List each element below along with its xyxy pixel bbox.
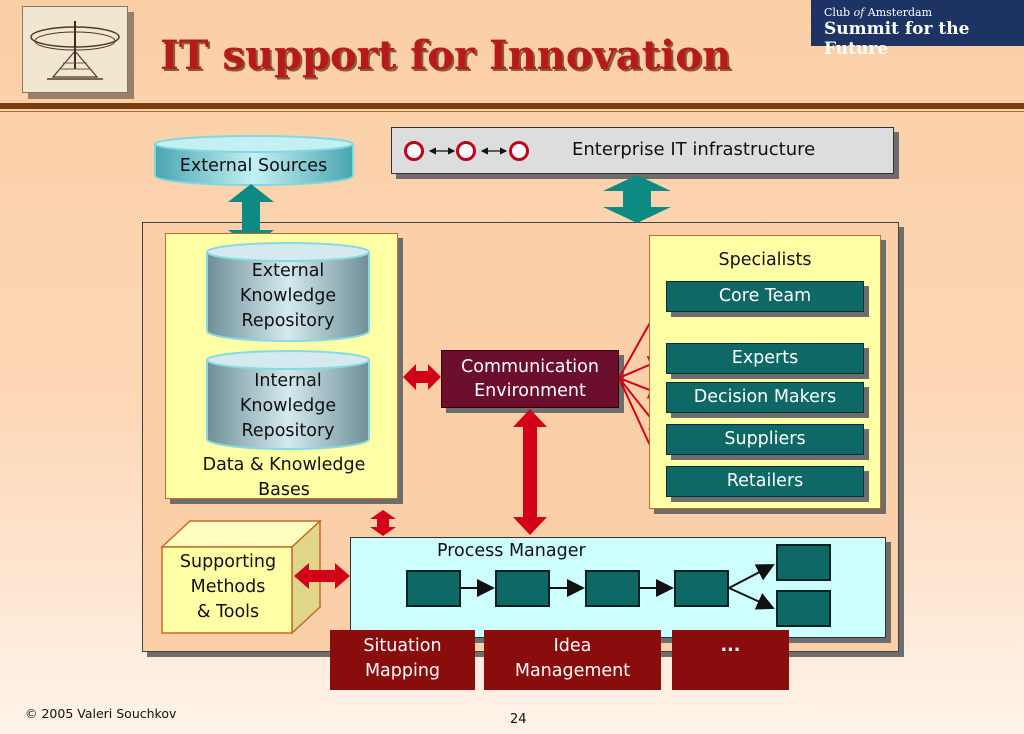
specialist-retailers: Retailers <box>666 466 864 497</box>
external-sources-label: External Sources <box>179 156 328 176</box>
da-vinci-helicopter-logo <box>22 6 128 93</box>
page-number: 24 <box>510 712 527 727</box>
page-title: IT support for Innovation <box>160 32 732 79</box>
external-repository-line-1: External <box>251 261 325 281</box>
communication-line-2: Environment <box>474 381 586 401</box>
copyright-footer: © 2005 Valeri Souchkov <box>25 706 177 721</box>
situation-line-1: Situation <box>363 636 442 656</box>
more-modules-box: ... <box>672 630 789 690</box>
brand-club-of: of <box>853 6 865 19</box>
communication-environment-box: Communication Environment <box>441 350 619 408</box>
data-comm-arrow <box>403 364 441 390</box>
process-step <box>674 570 729 607</box>
internal-repository-line-3: Repository <box>241 421 335 441</box>
brand-summit-line: Summit for the Future <box>824 19 970 59</box>
helicopter-sketch-icon <box>30 21 120 80</box>
specialist-experts: Experts <box>666 343 864 374</box>
data-bases-label: Data & Knowledge Bases <box>175 453 393 503</box>
supporting-line-2: Methods <box>190 577 266 597</box>
supporting-tools-cube-icon <box>160 519 322 635</box>
process-step <box>776 544 831 581</box>
infra-link-arrow <box>603 175 671 223</box>
idea-line-2: Management <box>514 661 631 681</box>
communication-line-1: Communication <box>461 357 599 377</box>
header-divider <box>0 103 1024 109</box>
external-repository-label: External Knowledge Repository <box>205 259 371 334</box>
internal-repository-label: Internal Knowledge Repository <box>205 369 371 444</box>
infra-node-icon <box>509 141 529 161</box>
supporting-line-1: Supporting <box>179 552 277 572</box>
brand-club-suffix: Amsterdam <box>864 6 933 19</box>
external-sources-db-icon <box>154 135 354 186</box>
idea-line-1: Idea <box>553 636 592 656</box>
process-step <box>585 570 640 607</box>
infra-node-icon <box>404 141 424 161</box>
specialist-core-team: Core Team <box>666 281 864 312</box>
external-repository-db-icon <box>206 242 370 342</box>
process-step <box>776 590 831 627</box>
header-divider-thin <box>0 111 1024 112</box>
process-manager-label: Process Manager <box>437 541 586 561</box>
situation-line-2: Mapping <box>364 661 441 681</box>
specialist-suppliers: Suppliers <box>666 424 864 455</box>
internal-repository-line-1: Internal <box>254 371 322 391</box>
enterprise-infra-label: Enterprise IT infrastructure <box>572 139 816 160</box>
external-repository-line-3: Repository <box>241 311 335 331</box>
brand-club-prefix: Club <box>824 6 854 19</box>
process-step <box>406 570 461 607</box>
support-process-arrow <box>294 563 350 589</box>
internal-repository-line-2: Knowledge <box>239 396 337 416</box>
data-bases-line-1: Data & Knowledge <box>202 455 366 475</box>
comm-process-arrow <box>513 409 547 535</box>
infra-node-icon <box>456 141 476 161</box>
specialist-decision-makers: Decision Makers <box>666 382 864 413</box>
idea-management-module: Idea Management <box>484 630 661 690</box>
situation-mapping-module: Situation Mapping <box>330 630 475 690</box>
brand-club-line: Club of Amsterdam <box>824 6 1024 19</box>
data-process-arrow <box>370 510 396 536</box>
process-step <box>495 570 550 607</box>
supporting-tools-label: Supporting Methods & Tools <box>163 550 293 625</box>
club-of-amsterdam-logo: Club of Amsterdam Summit for the Future <box>811 0 1024 59</box>
enterprise-infra-box <box>391 127 894 174</box>
process-flow-arrows <box>461 564 775 610</box>
internal-repository-db-icon <box>206 350 370 450</box>
specialists-title: Specialists <box>718 250 812 270</box>
data-bases-line-2: Bases <box>258 480 310 500</box>
external-repository-line-2: Knowledge <box>239 286 337 306</box>
supporting-line-3: & Tools <box>196 602 260 622</box>
sources-link-arrow <box>228 184 274 248</box>
infra-link-arrows <box>428 147 508 155</box>
